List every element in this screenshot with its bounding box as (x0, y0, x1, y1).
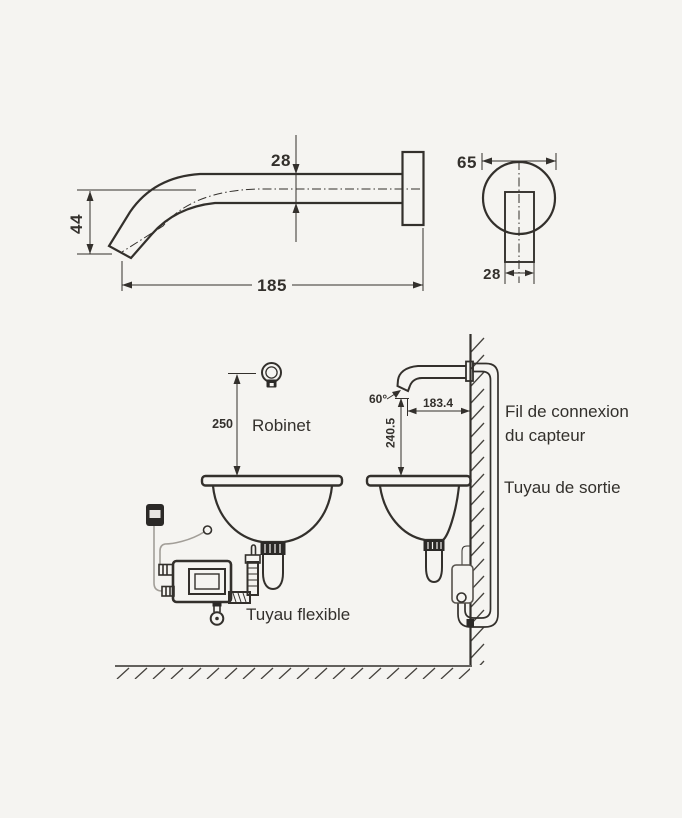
arrow-left-icon (482, 157, 492, 165)
faucet-spout-notch (269, 383, 274, 387)
label-fil-de-connexion-line2: du capteur (505, 426, 586, 445)
in-wall-box (451, 545, 474, 628)
right-drain (423, 540, 445, 584)
label-tuyau-de-sortie: Tuyau de sortie (504, 478, 621, 497)
arrow-up-icon (86, 191, 94, 201)
drain-thread-ribs (427, 542, 442, 549)
dim-250-label: 250 (212, 417, 233, 431)
left-install-view: 250 Robinet (146, 362, 350, 626)
wire-connector-ring (202, 525, 213, 535)
spout-dim-28: 28 (271, 135, 300, 242)
dim-60-angle: 60° (369, 390, 401, 406)
hose-ribs-horizontal (232, 592, 247, 603)
display-window (194, 573, 220, 590)
right-basin (378, 485, 461, 542)
escutcheon-dim-28: 28 (483, 262, 535, 284)
drain-tailpiece (262, 555, 284, 591)
sensor-window (149, 510, 161, 518)
wall-faucet (396, 360, 474, 393)
outlet-washer-dot (215, 616, 219, 621)
hose-ribs-vertical (248, 567, 258, 587)
drain-thread-ribs (264, 544, 281, 553)
drain-thread (260, 542, 286, 555)
leader-arrow-icon (392, 390, 401, 398)
drain-tailpiece (425, 551, 443, 584)
left-basin (211, 485, 334, 544)
ground-hatching (116, 667, 470, 680)
spout-side-view (107, 150, 425, 260)
dim-240-5: 240.5 (384, 398, 409, 476)
spout-dim-185: 185 (121, 228, 424, 295)
arrow-down-icon (292, 164, 300, 174)
dim-250: 250 (212, 373, 256, 476)
hose-pin (250, 544, 257, 555)
arrow-left-icon (505, 269, 514, 277)
arrow-down-icon (233, 466, 241, 476)
spout-centerline (121, 188, 420, 253)
control-box-body (171, 559, 233, 604)
wall-spout-outline (396, 365, 466, 393)
dim-28-label: 28 (271, 151, 291, 170)
dim-65-label: 65 (457, 153, 477, 172)
box-body (451, 564, 474, 604)
spout-outline (107, 172, 403, 260)
arrow-up-icon (292, 203, 300, 213)
bottom-outlet (209, 602, 225, 626)
arrow-up-icon (397, 398, 405, 407)
plug-upper (158, 563, 174, 576)
label-fil-de-connexion-line1: Fil de connexion (505, 402, 629, 421)
dim-240-5-label: 240.5 (384, 418, 398, 448)
faucet-ring-outer (261, 362, 282, 383)
dim-183-4-label: 183.4 (423, 396, 453, 410)
left-counter (200, 474, 344, 487)
dim-60-label: 60° (369, 392, 387, 406)
sensor-unit (146, 504, 164, 526)
dim-44-label: 44 (67, 214, 86, 234)
arrow-right-icon (461, 407, 470, 415)
arrow-down-icon (397, 467, 405, 476)
flexible-hose (228, 544, 261, 604)
control-box (158, 559, 233, 626)
arrow-up-icon (233, 374, 241, 384)
hose-nut (244, 554, 261, 564)
faucet-front-icon (261, 362, 282, 388)
label-tuyau-flexible: Tuyau flexible (246, 605, 350, 624)
right-install-view: 60° 240.5 183.4 Fil de connexion du capt… (115, 334, 629, 680)
escutcheon-dim-65: 65 (457, 153, 557, 172)
label-robinet: Robinet (252, 416, 311, 435)
dim-183-4: 183.4 (407, 396, 470, 416)
sensor-wires (153, 525, 213, 592)
faucet-ring-inner (265, 366, 278, 379)
display-frame (188, 568, 226, 595)
arrow-left-icon (407, 407, 417, 415)
dim-185-label: 185 (257, 276, 287, 295)
hose-vertical (246, 561, 259, 596)
hose-horizontal (228, 591, 251, 604)
box-valve (456, 592, 467, 603)
drain-thread (423, 540, 445, 551)
arrow-right-icon (525, 269, 534, 277)
wall-feedthrough (466, 619, 474, 628)
spout-dim-44: 44 (67, 189, 196, 255)
dim-28-neck-label: 28 (483, 266, 501, 283)
arrow-down-icon (86, 244, 94, 254)
left-drain (260, 542, 286, 591)
arrow-right-icon (546, 157, 556, 165)
wall-hatching (470, 336, 487, 665)
arrow-right-icon (413, 281, 423, 289)
arrow-left-icon (122, 281, 132, 289)
wall-flange-front (465, 360, 474, 382)
box-wire (461, 545, 471, 565)
escutcheon-front-view (481, 160, 557, 283)
outlet-washer (209, 611, 225, 626)
right-counter (365, 474, 472, 487)
